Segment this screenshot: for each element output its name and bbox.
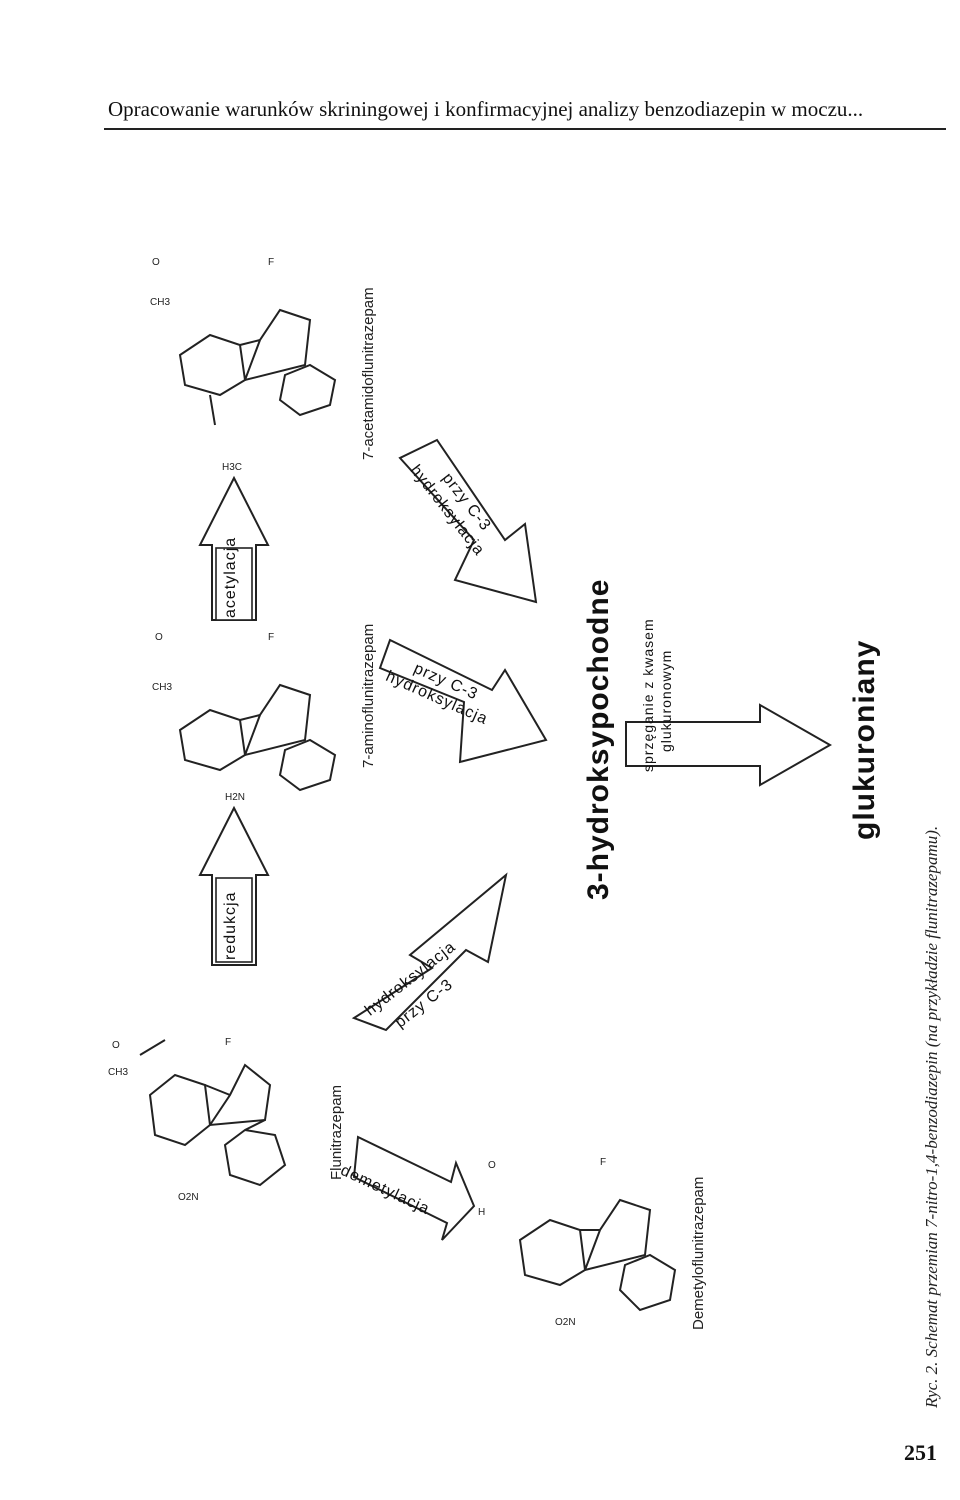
atom-h2n-amino: H2N bbox=[225, 792, 245, 803]
aminoflunitrazepam-structure bbox=[178, 683, 337, 792]
atom-o2n-flunitrazepam: O2N bbox=[178, 1192, 199, 1203]
atom-ch3-flunitrazepam: CH3 bbox=[108, 1067, 128, 1078]
figure-caption: Ryc. 2. Schemat przemian 7-nitro-1,4-ben… bbox=[922, 825, 941, 1408]
label-sprzeganie-2: glukuronowym bbox=[658, 649, 674, 752]
atom-o-amino: O bbox=[155, 632, 163, 643]
atom-ch3-acetamido: CH3 bbox=[150, 297, 170, 308]
page-number: 251 bbox=[904, 1440, 937, 1465]
conjugation-arrow bbox=[625, 703, 833, 787]
label-acetylacja: acetylacja bbox=[222, 536, 239, 618]
atom-f-amino: F bbox=[268, 632, 274, 643]
atom-o2n-demetylo: O2N bbox=[555, 1317, 576, 1328]
flunitrazepam-structure bbox=[139, 1039, 287, 1187]
hydroxylation-arrow-aminoflunitrazepam bbox=[378, 638, 548, 764]
label-glukuroniany: glukuroniany bbox=[848, 639, 881, 840]
label-3-hydroksypochodne: 3-hydroksypochodne bbox=[582, 578, 615, 900]
label-sprzeganie-1: sprzęganie z kwasem bbox=[640, 618, 656, 772]
demethylation-arrow bbox=[352, 1135, 476, 1241]
atom-o-demetylo: O bbox=[488, 1160, 496, 1171]
atom-ch3-amino: CH3 bbox=[152, 682, 172, 693]
hydroxylation-arrow-acetamido bbox=[398, 438, 538, 604]
atom-h3c-acetamido: H3C bbox=[222, 462, 242, 473]
atom-h-demetylo: H bbox=[478, 1207, 485, 1218]
atom-f-demetylo: F bbox=[600, 1157, 606, 1168]
running-header: Opracowanie warunków skriningowej i konf… bbox=[108, 97, 864, 121]
label-7-aminoflunitrazepam: 7-aminoflunitrazepam bbox=[360, 623, 377, 768]
hydroxylation-arrow-flunitrazepam bbox=[351, 872, 508, 1032]
atom-f-acetamido: F bbox=[268, 257, 274, 268]
acetylation-label-box bbox=[215, 547, 253, 621]
reduction-label-box bbox=[215, 877, 253, 963]
label-demetyloflunitrazepam: Demetyloflunitrazepam bbox=[690, 1176, 707, 1330]
acetamidoflunitrazepam-structure bbox=[178, 308, 337, 426]
label-7-acetamidoflunitrazepam: 7-acetamidoflunitrazepam bbox=[360, 287, 377, 460]
label-redukcja: redukcja bbox=[222, 891, 239, 960]
atom-o-flunitrazepam: O bbox=[112, 1040, 120, 1051]
header-rule bbox=[104, 128, 946, 130]
atom-f-flunitrazepam: F bbox=[225, 1037, 231, 1048]
demetyloflunitrazepam-structure bbox=[518, 1198, 677, 1312]
atom-o-acetamido: O bbox=[152, 257, 160, 268]
